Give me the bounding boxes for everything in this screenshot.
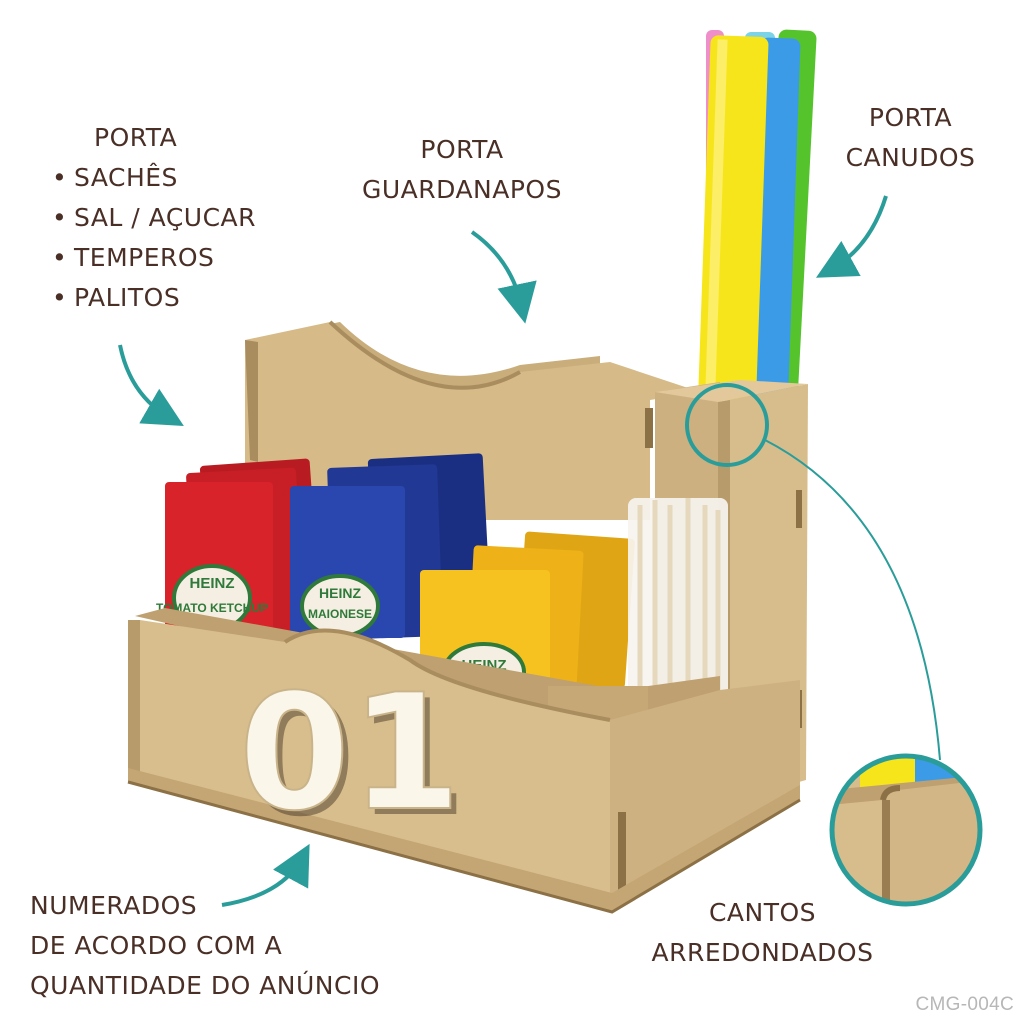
corners-label: CANTOS ARREDONDADOS — [645, 893, 880, 973]
numbered-label: NUMERADOS DE ACORDO COM A QUANTIDADE DO … — [30, 886, 380, 1006]
condiments-item: SACHÊS — [52, 158, 256, 198]
arrow-icon — [118, 195, 888, 907]
straws-label: PORTA CANUDOS — [838, 98, 983, 178]
condiments-title: PORTA — [94, 123, 178, 152]
napkin-label-line1: PORTA — [420, 135, 504, 164]
numbered-label-line3: QUANTIDADE DO ANÚNCIO — [30, 971, 381, 1000]
mayo-label: MAIONESE — [308, 607, 372, 621]
straws — [698, 29, 817, 401]
front-box — [127, 608, 801, 914]
napkin-label-line2: GUARDANAPOS — [362, 175, 562, 204]
mayo-brand: HEINZ — [319, 585, 361, 601]
product-code: CMG-004C — [915, 994, 1014, 1015]
magnifier-circle-icon — [685, 383, 983, 907]
condiments-item: TEMPEROS — [52, 238, 256, 278]
box-number: 01 — [239, 659, 462, 846]
napkin-label: PORTA GUARDANAPOS — [356, 130, 568, 210]
numbered-label-line1: NUMERADOS — [30, 891, 198, 920]
corners-label-line1: CANTOS — [708, 898, 817, 927]
straws-label-line2: CANUDOS — [845, 143, 976, 172]
condiments-item: PALITOS — [52, 278, 256, 318]
straws-label-line1: PORTA — [868, 103, 953, 132]
condiments-list: SACHÊS SAL / AÇUCAR TEMPEROS PALITOS — [52, 158, 256, 318]
toothpicks — [628, 498, 728, 698]
numbered-label-line2: DE ACORDO COM A — [30, 931, 283, 960]
condiments-item: SAL / AÇUCAR — [52, 198, 256, 238]
condiments-label: PORTA SACHÊS SAL / AÇUCAR TEMPEROS PALIT… — [52, 118, 256, 318]
ketchup-brand: HEINZ — [190, 575, 235, 592]
number-shadow: 01 — [245, 665, 468, 852]
corners-label-line2: ARREDONDADOS — [651, 938, 874, 967]
